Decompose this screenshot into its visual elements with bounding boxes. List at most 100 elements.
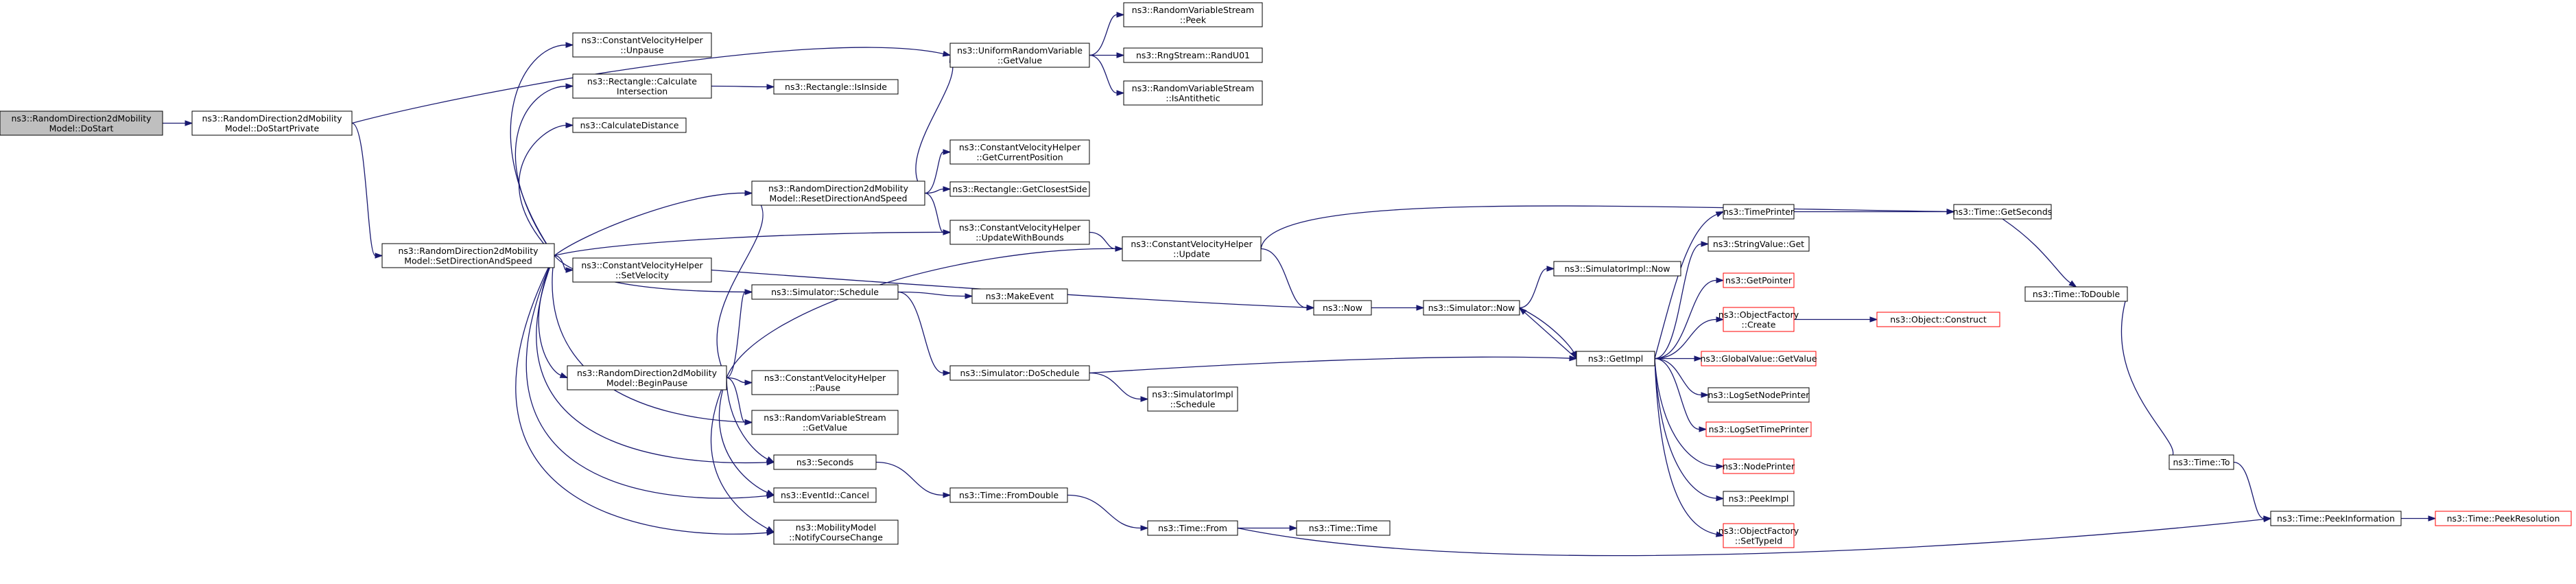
node-ns3-object-construct[interactable]: ns3::Object::Construct xyxy=(1876,312,2000,327)
node-ns3-rectangle-isinside[interactable]: ns3::Rectangle::IsInside xyxy=(773,79,899,95)
node-ns3-time-todouble[interactable]: ns3::Time::ToDouble xyxy=(2024,286,2128,302)
node-ns3-randomvariablestream-peek[interactable]: ns3::RandomVariableStream::Peek xyxy=(1123,2,1263,27)
arrowhead-icon xyxy=(1715,531,1725,537)
arrowhead-icon xyxy=(744,419,753,425)
arrowhead-icon xyxy=(1946,209,1955,215)
node-ns3-constantvelocityhelper-setvelocity[interactable]: ns3::ConstantVelocityHelper::SetVelocity xyxy=(572,257,712,283)
node-ns3-constantvelocityhelper-getcurrentposition[interactable]: ns3::ConstantVelocityHelper::GetCurrentP… xyxy=(949,139,1090,165)
node-box xyxy=(1876,312,2000,327)
node-ns3-rngstream-randu01[interactable]: ns3::RngStream::RandU01 xyxy=(1123,47,1263,63)
arrowhead-icon xyxy=(1115,246,1124,252)
node-ns3-time-to[interactable]: ns3::Time::To xyxy=(2169,454,2234,470)
arrowhead-icon xyxy=(943,186,952,192)
node-ns3-randomdirection2dmobility-model-dostartprivate[interactable]: ns3::RandomDirection2dMobilityModel::DoS… xyxy=(191,110,353,136)
node-ns3-constantvelocityhelper-updatewithbounds[interactable]: ns3::ConstantVelocityHelper::UpdateWithB… xyxy=(949,220,1090,245)
edge-n48-to-n49 xyxy=(2401,515,2437,522)
node-box xyxy=(1723,491,1795,506)
node-ns3-nodeprinter[interactable]: ns3::NodePrinter xyxy=(1723,458,1795,474)
edge-n11-to-n3 xyxy=(915,54,956,194)
node-ns3-stringvalue-get[interactable]: ns3::StringValue::Get xyxy=(1708,236,1810,252)
node-ns3-time-getseconds[interactable]: ns3::Time::GetSeconds xyxy=(1953,204,2053,220)
node-label: ::Peek xyxy=(1180,14,1207,25)
node-ns3-simulator-doschedule[interactable]: ns3::Simulator::DoSchedule xyxy=(949,365,1090,381)
edge-n15-to-n45 xyxy=(1260,205,1955,249)
edge-line xyxy=(536,255,768,464)
node-ns3-peekimpl[interactable]: ns3::PeekImpl xyxy=(1723,491,1795,506)
node-ns3-time-from[interactable]: ns3::Time::From xyxy=(1147,520,1238,536)
node-ns3-makeevent[interactable]: ns3::MakeEvent xyxy=(971,288,1068,304)
node-ns3-calculatedistance[interactable]: ns3::CalculateDistance xyxy=(572,117,687,133)
call-edges xyxy=(163,12,2437,557)
node-ns3-randomvariablestream-getvalue[interactable]: ns3::RandomVariableStream::GetValue xyxy=(751,410,899,435)
node-box xyxy=(1708,236,1810,252)
node-ns3-randomvariablestream-isantithetic[interactable]: ns3::RandomVariableStream::IsAntithetic xyxy=(1123,80,1263,106)
node-ns3-simulator-now[interactable]: ns3::Simulator::Now xyxy=(1423,300,1520,316)
node-ns3-randomdirection2dmobility-model-beginpause[interactable]: ns3::RandomDirection2dMobilityModel::Beg… xyxy=(567,365,727,390)
node-label: ns3::MobilityModel xyxy=(796,522,876,533)
edge-line xyxy=(1654,358,1702,396)
node-label: ns3::Time::Time xyxy=(1309,523,1378,533)
node-ns3-time-peekinformation[interactable]: ns3::Time::PeekInformation xyxy=(2270,511,2402,526)
node-label: Model::DoStartPrivate xyxy=(225,123,320,133)
edge-line xyxy=(710,377,768,530)
edge-n11-to-n13 xyxy=(924,186,952,194)
node-label: ns3::Time::FromDouble xyxy=(959,490,1059,500)
edge-n15-to-n17 xyxy=(1260,248,1315,311)
edge-line xyxy=(924,188,944,194)
node-ns3-simulatorimpl-schedule[interactable]: ns3::SimulatorImpl::Schedule xyxy=(1147,386,1238,412)
node-ns3-getpointer[interactable]: ns3::GetPointer xyxy=(1723,272,1795,288)
arrowhead-icon xyxy=(1140,525,1149,531)
node-label: ns3::RandomVariableStream xyxy=(1132,5,1254,15)
arrowhead-icon xyxy=(2263,515,2272,522)
node-ns3-rectangle-getclosestside[interactable]: ns3::Rectangle::GetClosestSide xyxy=(949,181,1090,197)
node-ns3-globalvalue-getvalue[interactable]: ns3::GlobalValue::GetValue xyxy=(1700,351,1817,366)
node-ns3-mobilitymodel-notifycoursechange[interactable]: ns3::MobilityModel::NotifyCourseChange xyxy=(773,519,899,545)
node-ns3-timeprinter[interactable]: ns3::TimePrinter xyxy=(1723,204,1795,220)
edge-line xyxy=(2120,294,2174,456)
node-ns3-logsetnodeprinter[interactable]: ns3::LogSetNodePrinter xyxy=(1708,387,1810,403)
node-ns3-randomdirection2dmobility-model-setdirectionandspeed[interactable]: ns3::RandomDirection2dMobilityModel::Set… xyxy=(381,243,555,268)
node-ns3-constantvelocityhelper-update[interactable]: ns3::ConstantVelocityHelper::Update xyxy=(1122,236,1262,261)
edge-line xyxy=(515,255,768,535)
edge-n47-to-n48 xyxy=(2233,461,2272,522)
node-ns3-objectfactory-settypeid[interactable]: ns3::ObjectFactory::SetTypeId xyxy=(1718,523,1799,548)
node-ns3-now[interactable]: ns3::Now xyxy=(1313,300,1372,316)
edge-line xyxy=(726,291,746,379)
node-label: ns3::SimulatorImpl::Now xyxy=(1564,264,1670,274)
node-label: ns3::GetImpl xyxy=(1588,353,1643,364)
edge-n34-to-n45 xyxy=(1794,209,1955,215)
edge-line xyxy=(554,192,746,257)
edge-line xyxy=(716,198,764,378)
node-ns3-constantvelocityhelper-unpause[interactable]: ns3::ConstantVelocityHelper::Unpause xyxy=(572,32,712,58)
node-ns3-eventid-cancel[interactable]: ns3::EventId::Cancel xyxy=(773,487,877,503)
node-ns3-constantvelocityhelper-pause[interactable]: ns3::ConstantVelocityHelper::Pause xyxy=(751,370,899,395)
node-label: ns3::RandomVariableStream xyxy=(1132,83,1254,93)
arrowhead-icon xyxy=(1569,355,1578,362)
node-label: ns3::SimulatorImpl xyxy=(1152,389,1233,399)
node-ns3-simulatorimpl-now[interactable]: ns3::SimulatorImpl::Now xyxy=(1553,261,1681,277)
node-ns3-randomdirection2dmobility-model-resetdirectionandspeed[interactable]: ns3::RandomDirection2dMobilityModel::Res… xyxy=(751,180,925,206)
node-ns3-time-time[interactable]: ns3::Time::Time xyxy=(1296,520,1391,536)
node-ns3-time-fromdouble[interactable]: ns3::Time::FromDouble xyxy=(949,487,1068,503)
node-box xyxy=(773,79,899,95)
node-ns3-getimpl[interactable]: ns3::GetImpl xyxy=(1576,351,1655,366)
edge-n21-to-n15 xyxy=(726,246,1124,378)
node-label: ::Pause xyxy=(810,382,840,393)
edge-n20-to-n39 xyxy=(1655,355,1703,362)
arrowhead-icon xyxy=(943,492,952,498)
edge-line xyxy=(924,151,944,194)
node-label: ns3::RngStream::RandU01 xyxy=(1136,50,1250,60)
edge-line xyxy=(1089,231,1116,250)
node-ns3-uniformrandomvariable-getvalue[interactable]: ns3::UniformRandomVariable::GetValue xyxy=(949,43,1090,68)
node-ns3-objectfactory-create[interactable]: ns3::ObjectFactory::Create xyxy=(1718,307,1799,332)
node-ns3-seconds[interactable]: ns3::Seconds xyxy=(773,454,877,470)
node-ns3-time-peekresolution[interactable]: ns3::Time::PeekResolution xyxy=(2435,511,2572,526)
node-ns3-simulator-schedule[interactable]: ns3::Simulator::Schedule xyxy=(751,284,899,300)
node-label: ns3::ConstantVelocityHelper xyxy=(1131,239,1253,249)
edge-n3-to-n4 xyxy=(1089,12,1125,56)
node-box xyxy=(1423,300,1520,316)
arrowhead-icon xyxy=(1140,396,1149,402)
node-ns3-logsettimeprinter[interactable]: ns3::LogSetTimePrinter xyxy=(1705,421,1812,437)
node-ns3-randomdirection2dmobility-model-dostart[interactable]: ns3::RandomDirection2dMobilityModel::DoS… xyxy=(0,110,163,136)
